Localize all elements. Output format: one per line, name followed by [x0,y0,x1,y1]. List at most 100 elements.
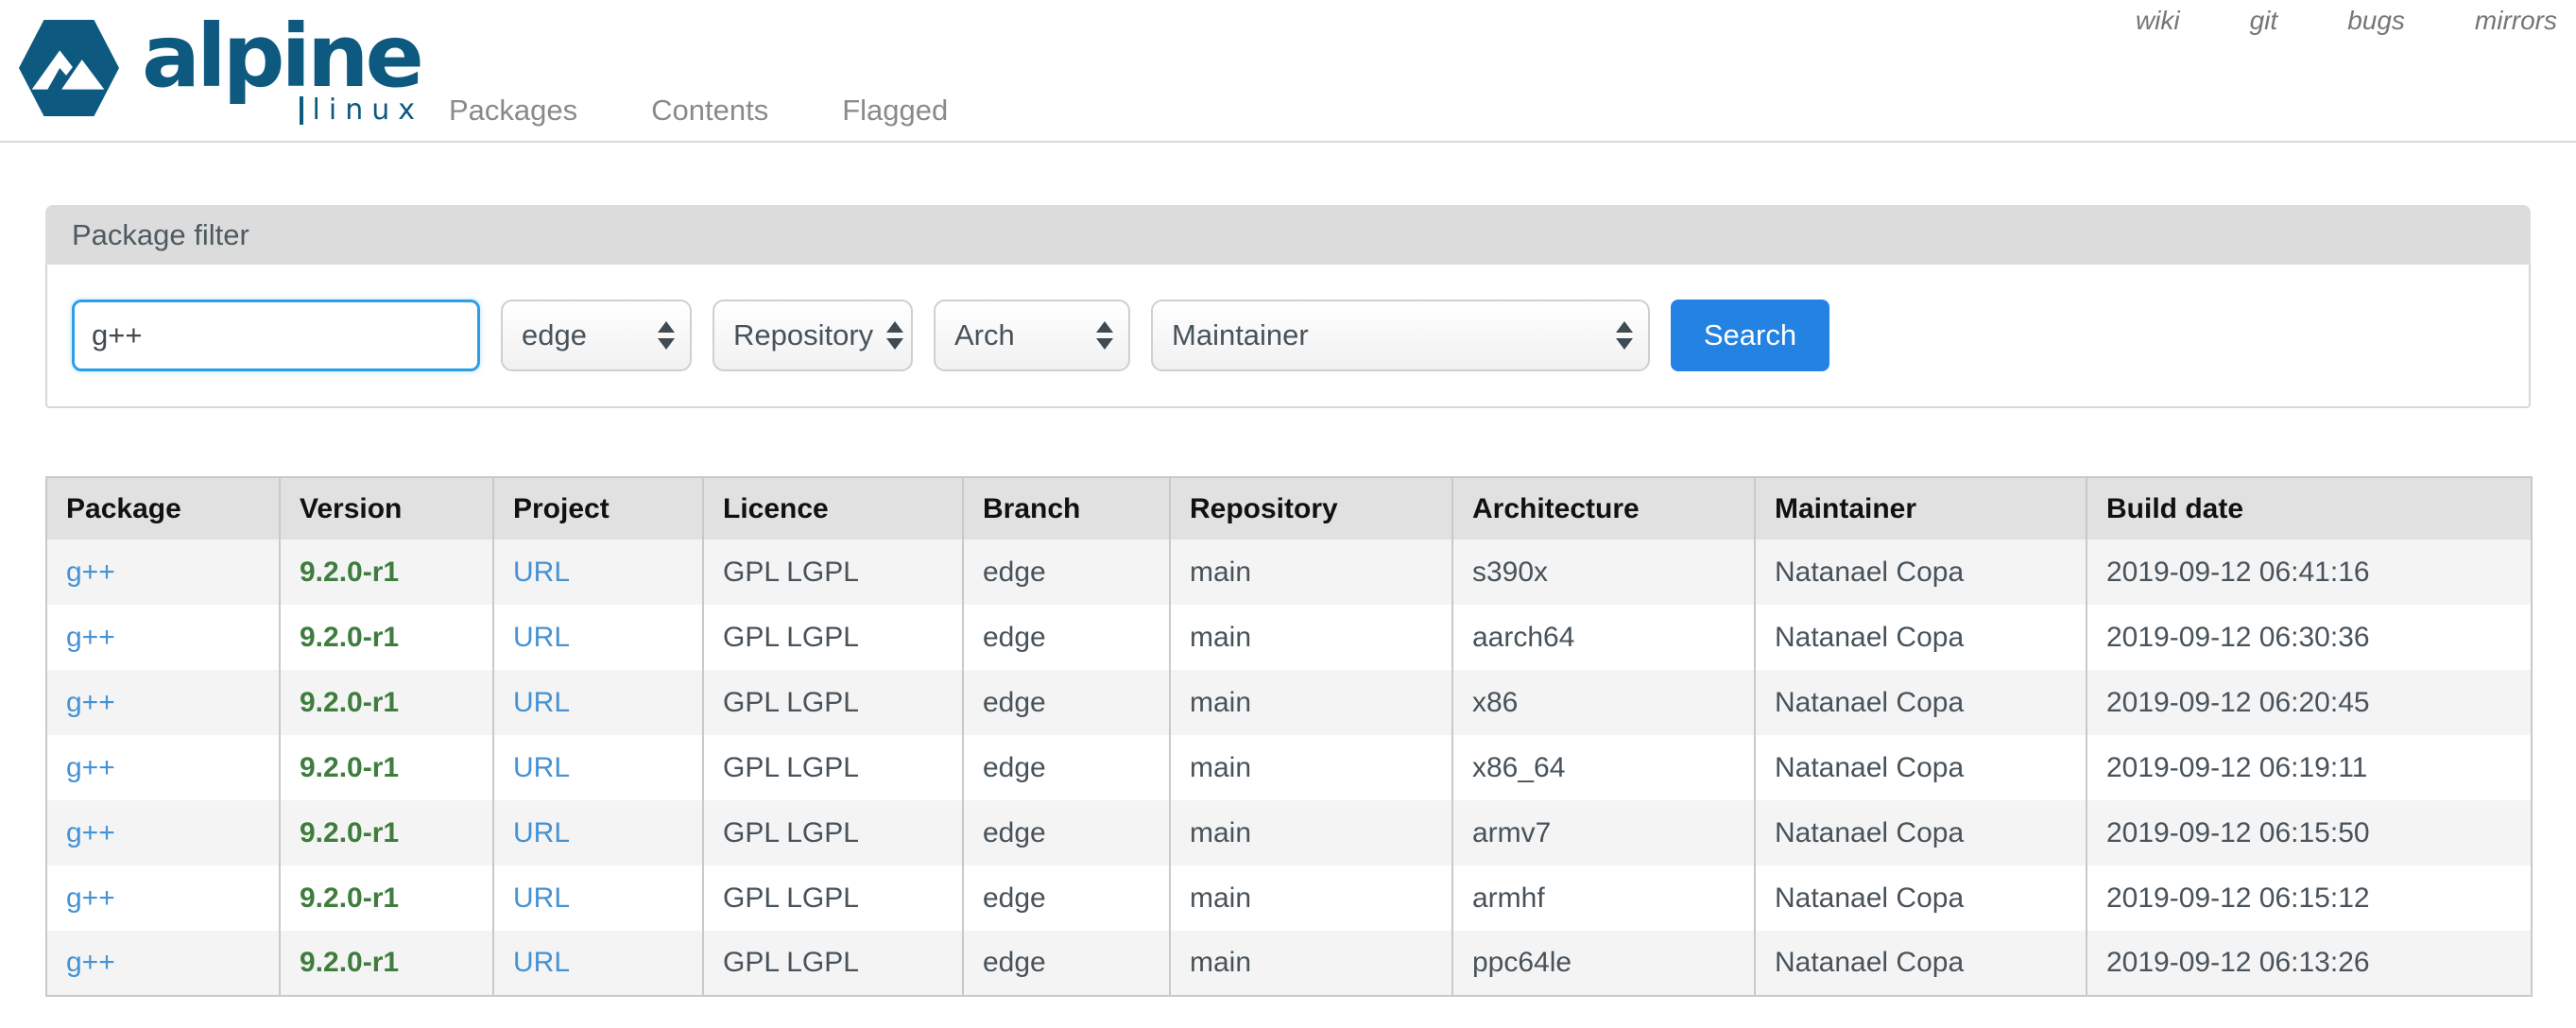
branch-select[interactable]: edge [501,300,692,371]
select-updown-arrows-icon [1616,321,1633,350]
architecture-text: s390x [1472,556,1549,588]
cell-version-text: 9.2.0-r1 [279,865,493,931]
package-link[interactable]: g++ [66,947,115,978]
package-link[interactable]: g++ [66,751,115,783]
alpine-logo[interactable]: alpine linux [13,6,425,125]
search-button[interactable]: Search [1671,300,1829,371]
licence-text: GPL LGPL [723,621,859,653]
build-date-text: 2019-09-12 06:20:45 [2106,686,2370,718]
column-header-package: Package [46,477,280,540]
package-link[interactable]: g++ [66,816,115,848]
maintainer-text: Natanael Copa [1775,816,1965,848]
cell-package-link: g++ [46,865,280,931]
filter-panel-title: Package filter [45,205,2531,265]
cell-branch-text: edge [962,735,1170,800]
maintainer-text: Natanael Copa [1775,556,1965,588]
tab-packages[interactable]: Packages [449,94,578,127]
cell-package-link: g++ [46,540,280,605]
repository-text: main [1190,751,1252,783]
cell-branch-text: edge [962,931,1170,996]
package-link[interactable]: g++ [66,686,115,718]
cell-build-date-text: 2019-09-12 06:30:36 [2086,605,2532,670]
cell-licence-text: GPL LGPL [702,670,963,735]
cell-architecture-text: s390x [1451,540,1755,605]
package-link[interactable]: g++ [66,882,115,914]
version-text: 9.2.0-r1 [300,947,400,978]
cell-licence-text: GPL LGPL [702,931,963,996]
branch-text: edge [983,947,1046,978]
top-nav-link-bugs[interactable]: bugs [2347,6,2405,35]
arch-select-value: Arch [954,318,1015,351]
cell-version-text: 9.2.0-r1 [279,931,493,996]
cell-build-date-text: 2019-09-12 06:20:45 [2086,670,2532,735]
build-date-text: 2019-09-12 06:19:11 [2106,751,2368,783]
branch-text: edge [983,751,1046,783]
tab-flagged[interactable]: Flagged [842,94,949,127]
arch-select[interactable]: Arch [934,300,1130,371]
project-url-link[interactable]: URL [513,686,571,718]
column-header-licence: Licence [702,477,963,540]
version-text: 9.2.0-r1 [300,882,400,914]
cell-repository-text: main [1169,670,1452,735]
cell-package-link: g++ [46,931,280,996]
repository-select[interactable]: Repository [713,300,913,371]
maintainer-text: Natanael Copa [1775,751,1965,783]
cell-project-url-link: URL [492,540,703,605]
cell-maintainer-text: Natanael Copa [1754,865,2087,931]
maintainer-select[interactable]: Maintainer [1151,300,1650,371]
maintainer-text: Natanael Copa [1775,686,1965,718]
project-url-link[interactable]: URL [513,621,571,653]
licence-text: GPL LGPL [723,882,859,914]
maintainer-text: Natanael Copa [1775,621,1965,653]
logo-text: alpine [142,6,424,107]
top-nav-link-wiki[interactable]: wiki [2135,6,2180,35]
cell-version-text: 9.2.0-r1 [279,735,493,800]
version-text: 9.2.0-r1 [300,751,400,783]
repository-select-value: Repository [733,318,874,351]
build-date-text: 2019-09-12 06:41:16 [2106,556,2370,588]
cell-project-url-link: URL [492,931,703,996]
project-url-link[interactable]: URL [513,751,571,783]
maintainer-select-value: Maintainer [1172,318,1309,351]
cell-branch-text: edge [962,605,1170,670]
cell-version-text: 9.2.0-r1 [279,670,493,735]
top-nav-link-mirrors[interactable]: mirrors [2474,6,2557,35]
tab-contents[interactable]: Contents [651,94,769,127]
project-url-link[interactable]: URL [513,556,571,588]
cell-architecture-text: armv7 [1451,800,1755,865]
package-link[interactable]: g++ [66,621,115,653]
build-date-text: 2019-09-12 06:13:26 [2106,947,2370,978]
project-url-link[interactable]: URL [513,947,571,978]
repository-text: main [1190,882,1252,914]
version-text: 9.2.0-r1 [300,556,400,588]
cell-maintainer-text: Natanael Copa [1754,605,2087,670]
project-url-link[interactable]: URL [513,816,571,848]
cell-repository-text: main [1169,800,1452,865]
packages-table: Package Version Project Licence Branch R… [45,476,2533,997]
branch-text: edge [983,556,1046,588]
repository-text: main [1190,621,1252,653]
cell-version-text: 9.2.0-r1 [279,800,493,865]
cell-architecture-text: armhf [1451,865,1755,931]
cell-project-url-link: URL [492,735,703,800]
package-link[interactable]: g++ [66,556,115,588]
maintainer-text: Natanael Copa [1775,882,1965,914]
select-updown-arrows-icon [886,321,904,350]
filter-panel-body: edge Repository Arch Maintainer Search [45,265,2531,408]
package-name-input[interactable] [72,300,480,371]
cell-package-link: g++ [46,800,280,865]
top-nav-link-git[interactable]: git [2249,6,2278,35]
project-url-link[interactable]: URL [513,882,571,914]
cell-version-text: 9.2.0-r1 [279,605,493,670]
licence-text: GPL LGPL [723,556,859,588]
branch-text: edge [983,686,1046,718]
cell-licence-text: GPL LGPL [702,735,963,800]
cell-package-link: g++ [46,670,280,735]
